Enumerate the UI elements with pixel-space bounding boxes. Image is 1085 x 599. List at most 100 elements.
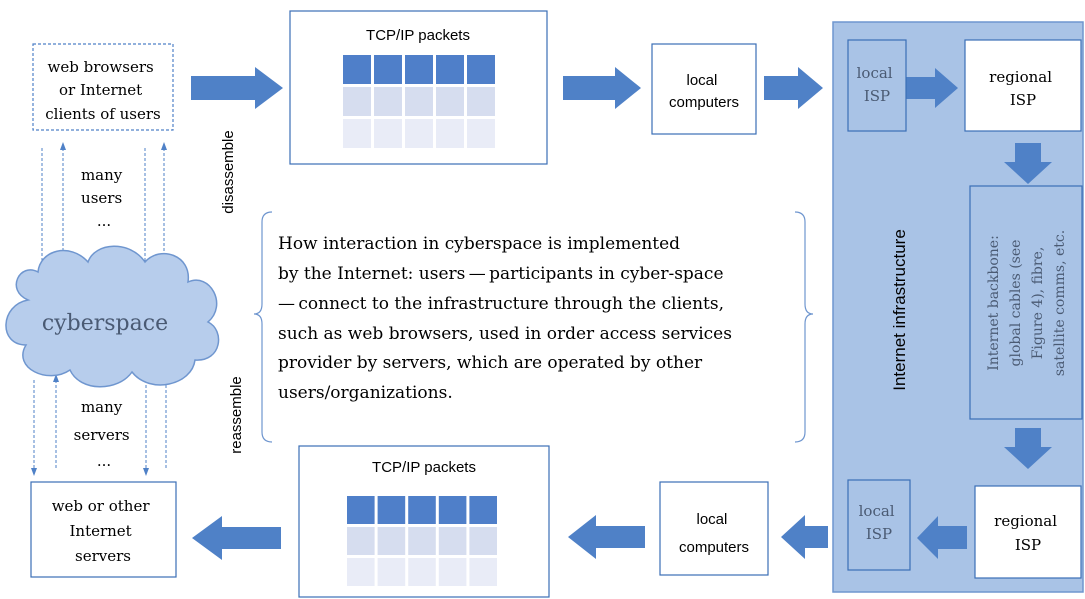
packet-cell (347, 527, 375, 555)
arrow-right-icon (191, 67, 283, 109)
svg-text:local ISP: local ISP (857, 64, 898, 105)
many-servers-line: ... (97, 452, 111, 470)
local-computers-top: local computers (651, 43, 757, 135)
packet-table (343, 55, 495, 148)
local-computers-line: computers (669, 94, 739, 111)
local-isp-line: local (857, 64, 893, 82)
packet-cell (467, 87, 495, 116)
caption-line: by the Internet: users — participants in… (278, 264, 724, 284)
servers-line: Internet (69, 522, 131, 540)
local-isp-line: ISP (864, 87, 890, 105)
packet-cell (405, 119, 433, 148)
packet-cell (436, 87, 464, 116)
clients-line: or Internet (59, 81, 142, 99)
many-users-line: users (81, 189, 122, 207)
packet-cell (469, 558, 497, 586)
caption-line: users/organizations. (278, 383, 453, 403)
caption-line: How interaction in cyberspace is impleme… (278, 234, 680, 254)
svg-text:regional ISP: regional ISP (994, 512, 1062, 554)
svg-text:local computers: local computers (679, 511, 749, 556)
packet-cell (405, 87, 433, 116)
local-computers-line: local (686, 72, 717, 89)
servers-line: servers (75, 547, 131, 565)
servers-line: web or other (52, 497, 151, 515)
packets-title: TCP/IP packets (372, 459, 476, 476)
many-users-label: many users ... (81, 166, 127, 230)
flow-arrows (191, 67, 1052, 560)
backbone-line: Internet backbone: (986, 235, 1002, 371)
local-isp-bottom: local ISP (847, 479, 911, 571)
regional-isp-line: ISP (1015, 536, 1041, 554)
local-isp-line: local (859, 502, 895, 520)
many-servers-label: many servers ... (74, 398, 135, 470)
caption-line: — connect to the infrastructure through … (278, 294, 724, 314)
packet-header-cell (467, 55, 495, 84)
packets-box-top: TCP/IP packets (289, 10, 548, 165)
packet-cell (343, 87, 371, 116)
packet-cell (343, 119, 371, 148)
arrow-left-icon (192, 516, 281, 560)
many-users-line: ... (97, 212, 111, 230)
cyberspace-label: cyberspace (42, 311, 168, 336)
caption-block: How interaction in cyberspace is impleme… (253, 211, 814, 443)
packet-header-cell (408, 496, 436, 524)
dashed-connectors (33, 148, 167, 470)
many-users-line: many (81, 166, 123, 184)
packet-cell (438, 527, 467, 555)
cyberspace-cloud: cyberspace (5, 245, 220, 388)
packet-header-cell (405, 55, 433, 84)
svg-text:web browsers or Internet: web browsers or Internet clients of user… (45, 58, 160, 123)
backbone-line: satellite comms, etc. (1052, 230, 1068, 376)
backbone-line: Figure 4), fibre, (1030, 247, 1046, 360)
reassemble-label: reassemble (228, 376, 245, 454)
packet-cell (469, 527, 497, 555)
servers-box: web or other Internet servers (30, 481, 177, 578)
arrow-left-icon (568, 515, 645, 559)
packet-cell (347, 558, 375, 586)
local-computers-line: computers (679, 539, 749, 556)
infrastructure-label: Internet infrastructure (890, 229, 909, 391)
svg-text:local ISP: local ISP (859, 502, 900, 543)
clients-line: clients of users (45, 105, 160, 123)
local-computers-line: local (696, 511, 727, 528)
arrow-right-icon (563, 67, 641, 109)
arrow-right-icon (906, 68, 958, 108)
arrow-left-icon (917, 516, 967, 559)
packets-title: TCP/IP packets (366, 27, 470, 44)
packet-header-cell (436, 55, 464, 84)
svg-text:regional ISP: regional ISP (989, 68, 1057, 109)
disassemble-label: disassemble (220, 130, 237, 213)
packet-header-cell (377, 496, 406, 524)
arrow-down-icon (1004, 428, 1052, 469)
regional-isp-top: regional ISP (964, 39, 1082, 132)
many-servers-line: many (81, 398, 123, 416)
arrow-down-icon (1004, 143, 1052, 184)
packet-table (347, 496, 497, 586)
packet-header-cell (347, 496, 375, 524)
packet-cell (408, 527, 436, 555)
regional-isp-line: regional (994, 512, 1057, 530)
regional-isp-line: ISP (1010, 91, 1036, 109)
packet-cell (436, 119, 464, 148)
local-isp-line: ISP (866, 525, 892, 543)
many-servers-line: servers (74, 426, 130, 444)
arrow-left-icon (781, 515, 828, 559)
backbone-line: global cables (see (1008, 240, 1024, 367)
packet-cell (408, 558, 436, 586)
packet-cell (467, 119, 495, 148)
clients-line: web browsers (48, 58, 154, 76)
packet-header-cell (469, 496, 497, 524)
packet-cell (377, 527, 406, 555)
backbone-box: Internet backbone: global cables (see Fi… (969, 185, 1083, 420)
right-brace (794, 211, 814, 443)
svg-text:How interaction in cyberspace: How interaction in cyberspace is impleme… (278, 234, 737, 403)
regional-isp-bottom: regional ISP (974, 485, 1082, 579)
caption-line: provider by servers, which are operated … (278, 353, 703, 373)
left-brace (253, 211, 273, 443)
packet-cell (374, 119, 402, 148)
arrow-right-icon (764, 67, 823, 109)
packet-header-cell (374, 55, 402, 84)
regional-isp-line: regional (989, 68, 1052, 86)
clients-box: web browsers or Internet clients of user… (32, 43, 174, 131)
svg-text:local computers: local computers (669, 72, 739, 111)
